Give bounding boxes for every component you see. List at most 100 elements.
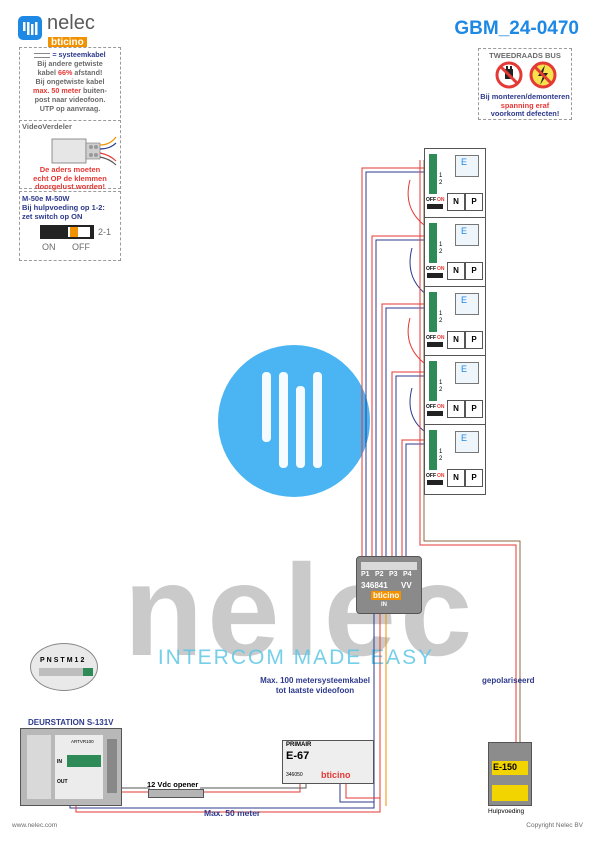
door-station-title: DEURSTATION S-131V (28, 718, 114, 727)
distributor-port: P1 (361, 571, 370, 578)
terminal-block-icon (51, 136, 117, 166)
monitor-screen (455, 431, 479, 453)
monitor-on-label: ON (437, 197, 445, 203)
monitor-e-label: E (461, 157, 468, 167)
door-station: ARTVR100 IN OUT (20, 728, 122, 806)
monitor-unit: 1 2 E OFF ON N P (425, 218, 485, 287)
monitor-n-button[interactable]: N (447, 193, 465, 211)
door-station-in: IN (57, 759, 62, 765)
psu-primary: PRIMAIR E-67 346050 bticino (282, 740, 374, 784)
monitor-e-label: E (461, 433, 468, 443)
document-id: GBM_24-0470 (454, 18, 579, 39)
wire-riser-5 (401, 439, 428, 560)
monitor-terminal: 2 (439, 387, 443, 393)
monitor-switch (427, 273, 443, 278)
wire-riser-4 (391, 371, 428, 560)
door-terminal: P (40, 657, 45, 664)
distributor-brand: bticino (371, 591, 402, 600)
terminal-strip (429, 223, 437, 263)
door-station-terminals: P N S T M 1 2 (30, 643, 98, 691)
monitor-switch (427, 204, 443, 209)
monitor-unit: 1 2 E OFF ON N P (425, 287, 485, 356)
door-station-out: OUT (57, 779, 68, 785)
monitor-switch (427, 411, 443, 416)
note-systeemkabel: = systeemkabel Bij andere getwiste kabel… (19, 47, 121, 123)
label-max50: Max. 50 meter (204, 808, 261, 818)
terminal-strip (429, 292, 437, 332)
monitor-terminal: 2 (439, 249, 443, 255)
terminal-strip (429, 361, 437, 401)
monitor-screen (455, 362, 479, 384)
wire-riser-1 (361, 167, 428, 560)
distributor-port: P4 (403, 571, 412, 578)
monitor-on-label: ON (437, 473, 445, 479)
monitor-on-label: ON (437, 335, 445, 341)
footer-website[interactable]: www.nelec.com (12, 822, 58, 829)
terminal-strip (429, 154, 437, 194)
watermark-logo-bars (262, 372, 322, 468)
psu-brand: bticino (321, 770, 351, 780)
monitor-screen (455, 293, 479, 315)
opener-label: 12 Vdc opener (147, 780, 199, 789)
monitor-terminal: 2 (439, 180, 443, 186)
nelec-logo-icon (18, 16, 42, 40)
brand-logo: nelec bticino (18, 12, 118, 52)
monitor-unit: 1 2 E OFF ON N P (425, 356, 485, 425)
monitor-e-label: E (461, 226, 468, 236)
door-terminal: M (66, 657, 73, 664)
cable-legend-icon (34, 52, 51, 58)
door-station-model: ARTVR100 (71, 739, 94, 744)
label-gepolariseerd: gepolariseerd (482, 676, 535, 685)
monitor-n-button[interactable]: N (447, 400, 465, 418)
note-videoverdeler: VideoVerdeler De aders moeten echt OP de… (19, 120, 121, 191)
door-terminal: S (53, 657, 59, 664)
psu-code: 346050 (286, 772, 303, 778)
distributor-in: IN (381, 602, 387, 608)
wire-riser-2 (371, 235, 428, 560)
monitor-n-button[interactable]: N (447, 331, 465, 349)
monitor-p-button[interactable]: P (465, 469, 483, 487)
monitor-off-label: OFF (426, 404, 436, 410)
video-distributor: P1 P2 P3 P4 346841 VV bticino IN (356, 556, 422, 614)
door-opener (148, 789, 204, 798)
note-switch: M-50e M-50W Bij hulpvoeding op 1-2: zet … (19, 191, 121, 261)
footer-copyright: Copyright Nelec BV (526, 822, 583, 829)
verdeler-title: VideoVerdeler (22, 122, 72, 131)
monitor-switch (427, 480, 443, 485)
door-terminal: N (46, 657, 52, 664)
monitor-screen (455, 155, 479, 177)
monitor-terminal: 1 (439, 380, 443, 386)
monitor-p-button[interactable]: P (465, 262, 483, 280)
dip-switch-icon (40, 225, 94, 239)
monitor-terminal: 2 (439, 318, 443, 324)
monitor-e-label: E (461, 364, 468, 374)
monitor-off-label: OFF (426, 473, 436, 479)
wire-riser-3 (381, 303, 428, 560)
psu-aux-model: E-150 (493, 762, 518, 772)
monitor-terminal: 2 (439, 456, 443, 462)
monitor-terminal: 1 (439, 449, 443, 455)
door-terminal: 2 (80, 657, 85, 664)
distributor-port: P2 (375, 571, 384, 578)
brand-sublogo: bticino (48, 37, 87, 48)
no-lightning-icon (529, 61, 557, 89)
monitor-screen (455, 224, 479, 246)
monitor-p-button[interactable]: P (465, 331, 483, 349)
watermark-logo-circle (218, 345, 370, 497)
monitor-n-button[interactable]: N (447, 469, 465, 487)
monitor-n-button[interactable]: N (447, 262, 465, 280)
monitor-terminal: 1 (439, 242, 443, 248)
monitor-e-label: E (461, 295, 468, 305)
psu-primair: PRIMAIR (286, 742, 312, 748)
psu-model: E-67 (286, 750, 310, 762)
psu-aux-label: Hulpvoeding (488, 808, 525, 815)
monitor-off-label: OFF (426, 335, 436, 341)
monitor-terminal: 1 (439, 311, 443, 317)
monitor-p-button[interactable]: P (465, 400, 483, 418)
distributor-port: P3 (389, 571, 398, 578)
monitor-p-button[interactable]: P (465, 193, 483, 211)
monitor-unit: 1 2 E OFF ON N P (425, 149, 485, 218)
distributor-vv: VV (401, 581, 412, 590)
